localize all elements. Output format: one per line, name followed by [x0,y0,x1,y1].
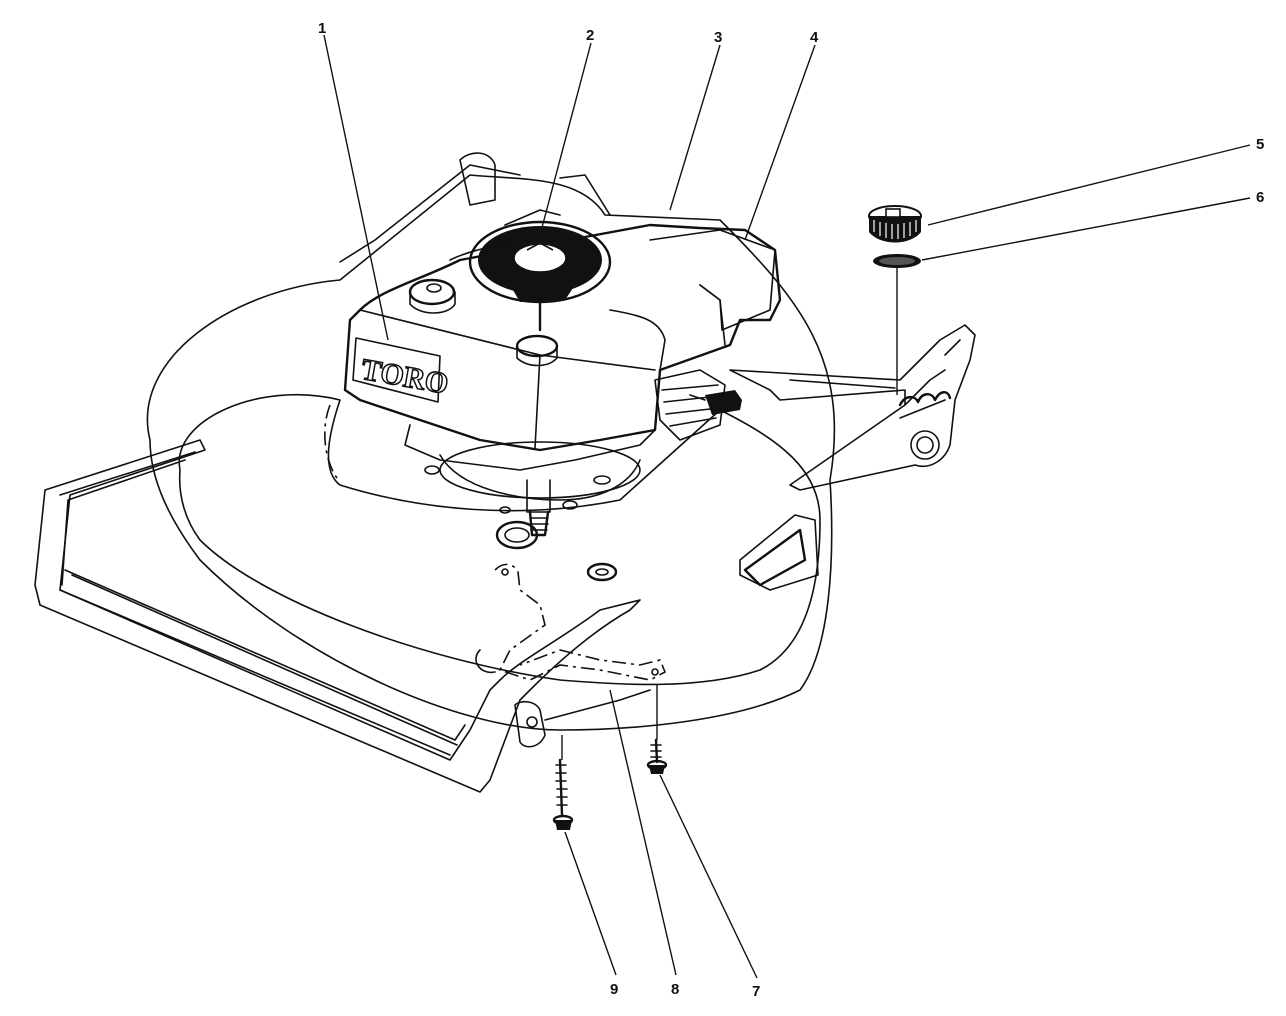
blade-baffle-bracket [475,563,667,681]
callout-9: 9 [610,981,618,998]
carriage-bolt-long [552,758,574,830]
oil-fill-cap [408,278,456,314]
front-handle-bracket [34,439,651,793]
callout-5: 5 [1256,136,1264,153]
callout-8: 8 [671,981,679,998]
knob-washer [873,254,921,268]
fuel-cap [515,334,559,367]
leader-lines [323,34,1251,979]
adjuster-knob [868,205,922,243]
engine: TORO [343,220,782,582]
callout-2: 2 [586,27,594,44]
callout-6: 6 [1256,189,1264,206]
callout-3: 3 [714,29,722,46]
height-adjust-bracket [729,324,976,491]
starter-pulley [468,220,612,332]
callout-7: 7 [752,983,760,1000]
callout-1: 1 [318,20,326,37]
toro-logo: TORO [359,353,451,401]
hex-bolt-short [646,738,668,774]
cylinder-fins [654,369,742,441]
mower-deck [146,152,836,731]
callout-labels: 1 2 3 4 5 6 7 8 9 [318,20,1264,1000]
callout-4: 4 [810,29,819,46]
